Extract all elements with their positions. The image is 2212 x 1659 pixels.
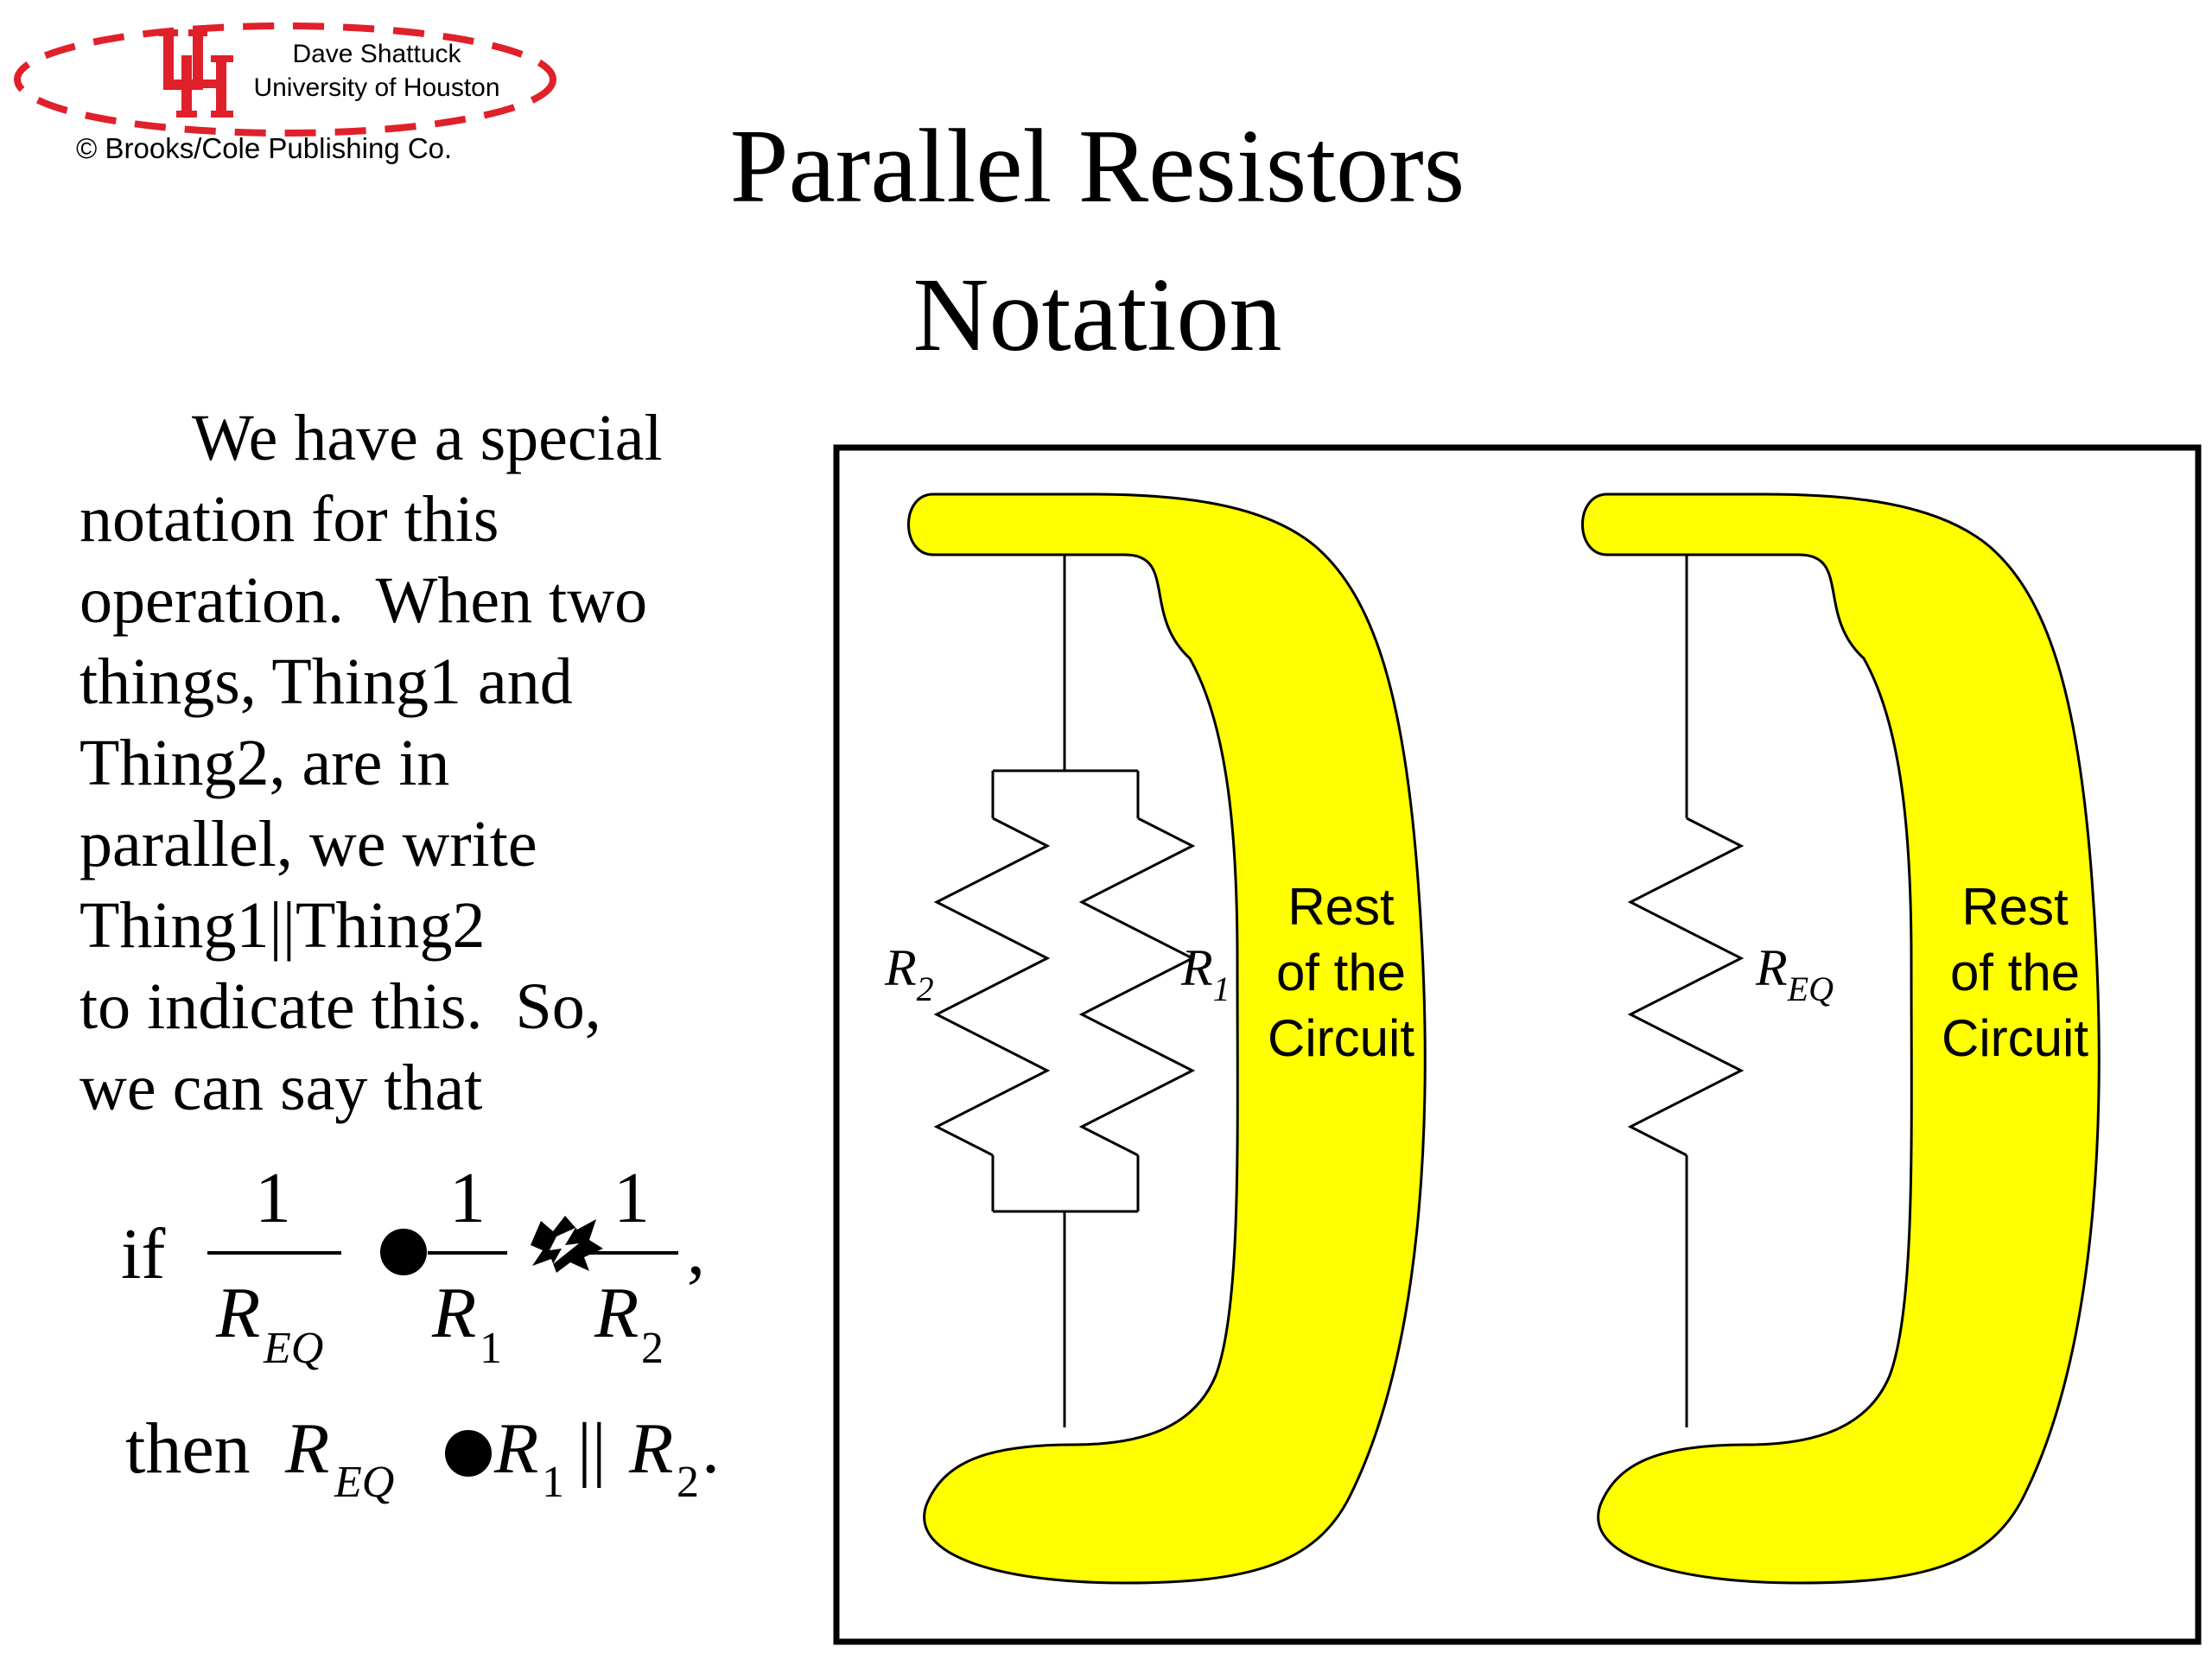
fraction-denominator-r: R <box>594 1273 639 1353</box>
body-line: We have a special <box>192 402 663 474</box>
uh-interlocking-logo-icon <box>159 29 233 118</box>
body-line: Thing2, are in <box>79 727 450 799</box>
equation-r: R <box>629 1408 674 1489</box>
resistor-r1 <box>1078 817 1196 1157</box>
subscript-1: 1 <box>542 1458 564 1507</box>
body-line: to indicate this. So, <box>79 970 601 1043</box>
author-name: Dave Shattuck <box>292 40 461 68</box>
equation-comma: , <box>687 1210 705 1290</box>
logo-dashed-oval <box>14 22 556 137</box>
resistor-r2 <box>933 817 1051 1157</box>
body-line: parallel, we write <box>79 808 537 880</box>
blob-line: Rest <box>1287 878 1395 936</box>
equation-then-word: then <box>125 1408 251 1489</box>
fraction-numerator: 1 <box>613 1158 650 1238</box>
body-line: we can say that <box>79 1052 483 1124</box>
fraction-denominator-r: R <box>432 1273 477 1353</box>
body-line: notation for this <box>79 483 499 556</box>
slide-subtitle: Notation <box>912 257 1282 373</box>
fraction-denominator-r: R <box>216 1273 261 1353</box>
fraction-bar <box>588 1251 678 1255</box>
subscript-2: 2 <box>677 1458 699 1507</box>
equation-r: R <box>285 1408 330 1489</box>
diagram-frame <box>833 444 2202 1645</box>
body-paragraph: We have a special notation for this oper… <box>79 397 771 1128</box>
blob-line: Circuit <box>1267 1009 1414 1067</box>
rest-of-circuit-blob-left <box>907 493 1427 1585</box>
blob-line: of the <box>1949 944 2081 1001</box>
body-line: operation. When two <box>79 564 648 637</box>
filled-circle-icon <box>380 1229 427 1275</box>
fraction-bar <box>207 1251 341 1255</box>
blob-line: of the <box>1275 944 1407 1001</box>
equation-if-word: if <box>121 1214 166 1294</box>
fraction-bar <box>428 1251 507 1255</box>
slide-title: Parallel Resistors <box>729 108 1465 225</box>
subscript-eq: EQ <box>334 1458 395 1507</box>
parallel-symbol: || <box>577 1408 607 1489</box>
rest-of-circuit-blob-right <box>1581 493 2101 1585</box>
label-r2: R2 <box>885 939 934 1008</box>
fraction-numerator: 1 <box>255 1158 291 1238</box>
blob-line: Rest <box>1961 878 2069 936</box>
blob-text-right: Rest of the Circuit <box>1903 874 2127 1071</box>
subscript-1: 1 <box>480 1324 502 1373</box>
body-line: Thing1||Thing2 <box>79 889 486 962</box>
circuit-diagram: R2 R1 Rest of the Circuit REQ Rest of th… <box>831 442 2203 1647</box>
broken-glyph-icon <box>531 1216 603 1273</box>
equation-period: . <box>702 1408 720 1489</box>
label-req: REQ <box>1756 939 1834 1008</box>
subscript-2: 2 <box>641 1324 664 1373</box>
equation-r: R <box>494 1408 539 1489</box>
body-line: things, Thing1 and <box>79 645 573 718</box>
resistor-req <box>1627 817 1745 1157</box>
filled-circle-icon <box>445 1430 492 1477</box>
blob-text-left: Rest of the Circuit <box>1229 874 1453 1071</box>
copyright-notice: © Brooks/Cole Publishing Co. <box>76 132 453 164</box>
blob-line: Circuit <box>1941 1009 2088 1067</box>
label-r1: R1 <box>1181 939 1230 1008</box>
circuit-diagram-drawing <box>833 444 2202 1645</box>
author-affiliation: University of Houston <box>253 73 500 102</box>
fraction-numerator: 1 <box>449 1158 486 1238</box>
subscript-eq: EQ <box>264 1324 324 1373</box>
